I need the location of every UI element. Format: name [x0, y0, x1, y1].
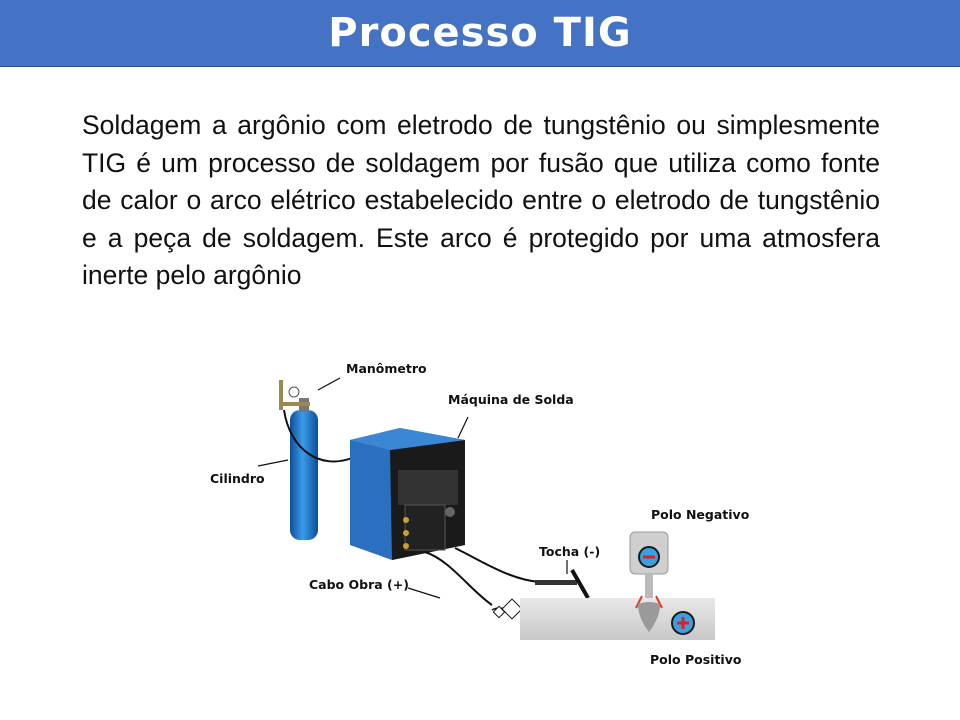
positive-pole-marker — [671, 611, 695, 635]
torch — [535, 569, 590, 599]
label-negative-pole: Polo Negativo — [651, 507, 750, 522]
work-cable — [424, 551, 493, 606]
minus-icon — [643, 555, 655, 559]
slide-title: Processo TIG — [328, 10, 632, 56]
plus-icon — [677, 617, 689, 629]
welding-machine — [350, 428, 465, 560]
gas-hose — [283, 409, 353, 463]
label-manometer: Manômetro — [346, 361, 427, 376]
electrode — [629, 531, 669, 632]
label-torch: Tocha (-) — [539, 544, 600, 559]
ground-clamp — [492, 598, 523, 620]
manometer-regulator — [279, 380, 310, 410]
label-cylinder: Cilindro — [210, 471, 265, 486]
label-work-cable: Cabo Obra (+) — [309, 577, 409, 592]
label-machine: Máquina de Solda — [448, 392, 574, 407]
title-bar: Processo TIG — [0, 0, 960, 67]
label-positive-pole: Polo Positivo — [650, 652, 742, 667]
gas-cylinder — [290, 398, 318, 540]
torch-cable — [454, 547, 541, 583]
body-paragraph: Soldagem a argônio com eletrodo de tungs… — [82, 110, 880, 290]
